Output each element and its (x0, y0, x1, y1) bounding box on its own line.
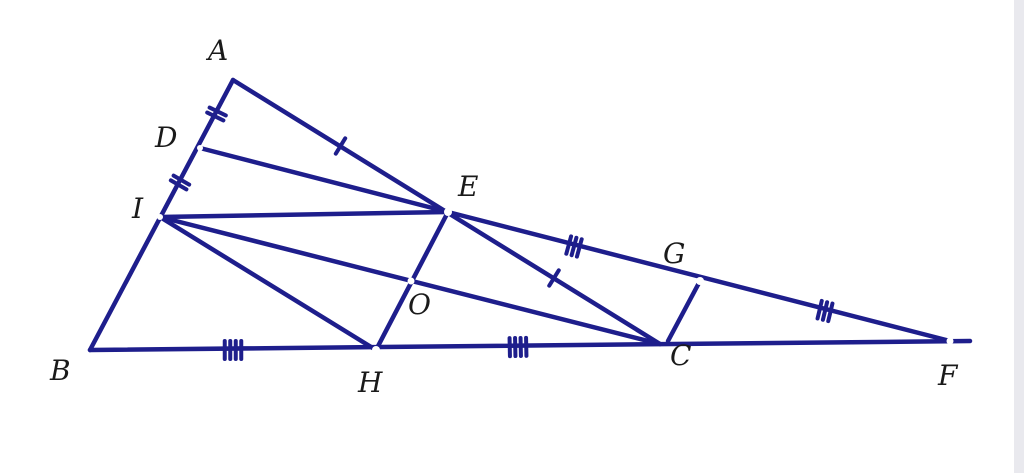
point-I-dot (157, 214, 163, 220)
segment-GC (665, 278, 703, 344)
point-F-dot (946, 337, 954, 345)
tick-marks-group (168, 105, 835, 361)
label-B: B (49, 354, 71, 387)
segment-IE (157, 209, 451, 220)
label-O: O (408, 288, 431, 321)
point-D-dot (197, 145, 203, 151)
point-E-dot (444, 208, 452, 216)
tick-AD-2 (205, 110, 226, 123)
tick-GF-2 (820, 300, 830, 322)
segment-EF (445, 209, 953, 344)
point-gaps-group (157, 145, 954, 354)
label-H: H (357, 366, 383, 399)
label-C: C (670, 339, 691, 372)
label-I: I (131, 192, 144, 225)
point-O-dot (407, 277, 415, 285)
label-D: D (154, 121, 177, 154)
label-E: E (457, 170, 478, 203)
tick-GF-3 (826, 301, 835, 324)
tick-EC-1 (547, 268, 561, 288)
tick-DI-2 (168, 178, 189, 192)
label-A: A (205, 34, 228, 67)
tick-AD-1 (207, 105, 228, 118)
tick-AE-1 (333, 136, 348, 156)
point-labels-group: A D I E G O B H C F (49, 34, 959, 399)
tick-GF-1 (815, 298, 824, 321)
point-H-dot (372, 346, 380, 354)
segment-BF (87, 338, 973, 353)
tick-EG-2 (569, 235, 579, 258)
point-G-dot (696, 277, 704, 285)
tick-DI-1 (171, 173, 192, 187)
tick-EG-1 (564, 234, 574, 256)
tick-EG-3 (574, 237, 584, 259)
segment-DE (197, 145, 451, 215)
right-edge-strip (1014, 0, 1024, 473)
label-F: F (937, 359, 959, 392)
label-G: G (663, 237, 685, 270)
segment-IH (157, 214, 379, 353)
